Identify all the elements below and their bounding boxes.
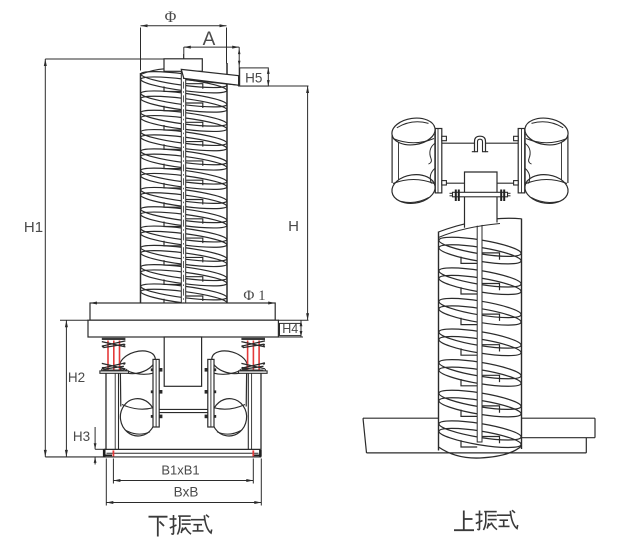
svg-text:Φ 1: Φ 1 <box>243 288 265 304</box>
svg-text:H5: H5 <box>245 70 262 85</box>
svg-text:H1: H1 <box>24 219 43 236</box>
svg-text:H: H <box>288 218 299 235</box>
svg-text:B1xB1: B1xB1 <box>161 463 199 478</box>
svg-text:Φ: Φ <box>165 9 177 26</box>
svg-text:H2: H2 <box>68 370 85 385</box>
svg-text:H3: H3 <box>73 429 90 444</box>
svg-text:A: A <box>203 29 216 50</box>
svg-text:BxB: BxB <box>174 485 199 500</box>
svg-text:H4: H4 <box>282 322 298 336</box>
